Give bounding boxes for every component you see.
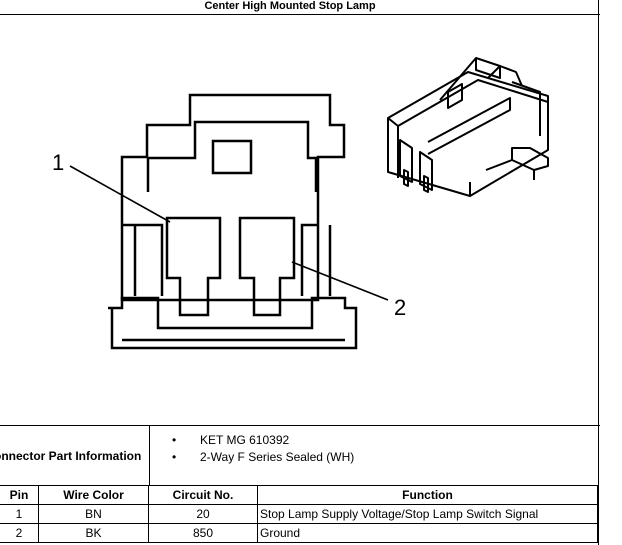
callout-2-leader [291,261,389,301]
cell-wire-color: BK [38,523,149,543]
table-row: 1 BN 20 Stop Lamp Supply Voltage/Stop La… [0,504,598,524]
connector-part-number: KET MG 610392 [200,433,290,447]
connector-info-label: onnector Part Information [0,449,142,463]
connector-info-item: • KET MG 610392 [172,432,354,449]
header-pin: Pin [0,485,39,505]
connector-lower-flange [108,296,358,350]
connector-description: 2-Way F Series Sealed (WH) [200,450,355,464]
callout-1-leader [69,165,171,223]
connector-part-information: onnector Part Information • KET MG 61039… [0,425,600,486]
connector-info-list: • KET MG 610392 • 2-Way F Series Sealed … [172,432,354,466]
table-header-row: Pin Wire Color Circuit No. Function [0,485,598,505]
title-divider [0,14,600,15]
pinout-table: Pin Wire Color Circuit No. Function 1 BN… [0,485,598,543]
connector-left-rib [122,223,164,296]
callout-2-label: 2 [394,295,406,320]
cell-pin: 1 [0,504,39,524]
bullet-icon: • [172,450,177,464]
header-function: Function [257,485,598,505]
connector-drawing: 1 2 [52,57,549,350]
cell-circuit-no: 850 [148,523,258,543]
cell-function: Stop Lamp Supply Voltage/Stop Lamp Switc… [257,504,598,524]
connector-inner-shell [146,120,318,192]
table-row: 2 BK 850 Ground [0,523,598,543]
cell-circuit-no: 20 [148,504,258,524]
connector-info-item: • 2-Way F Series Sealed (WH) [172,449,354,466]
connector-face-outline [120,93,346,302]
page-title: Center High Mounted Stop Lamp [204,0,376,12]
info-divider [149,426,150,486]
callout-1-label: 1 [52,150,64,175]
bullet-icon: • [172,433,177,447]
connector-isometric-view [387,57,549,197]
header-circuit-no: Circuit No. [148,485,258,505]
pin-2-cavity [238,216,296,317]
cell-pin: 2 [0,523,39,543]
header-wire-color: Wire Color [38,485,149,505]
connector-latch-window [211,139,253,175]
pin-1-cavity [165,216,222,317]
cell-wire-color: BN [38,504,149,524]
connector-right-rib [300,223,332,296]
cell-function: Ground [257,523,598,543]
right-border [598,0,599,545]
